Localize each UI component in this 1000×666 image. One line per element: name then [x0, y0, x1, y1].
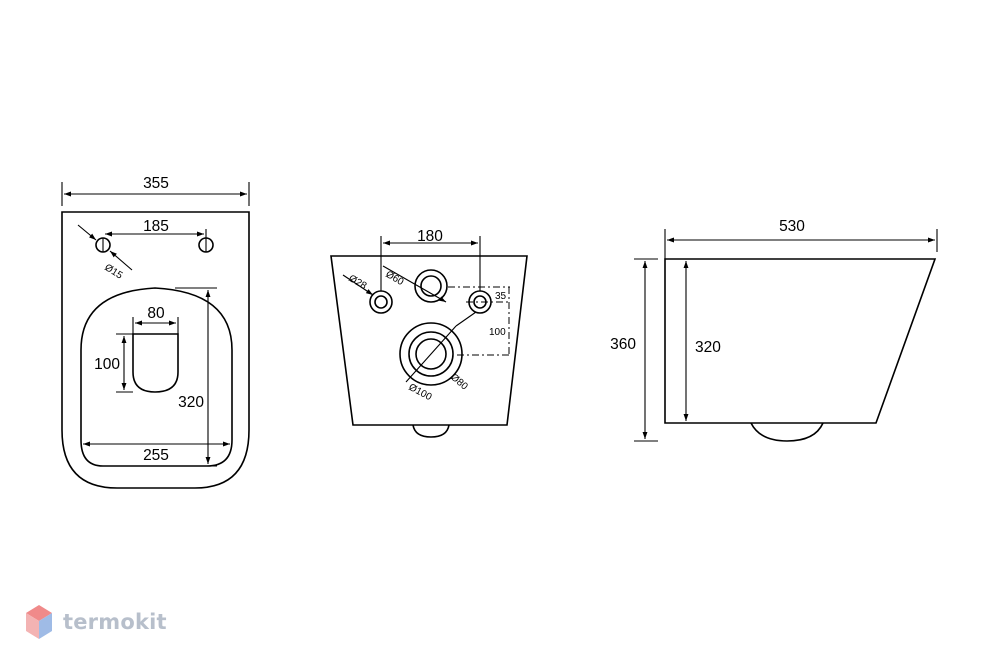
overall-height-label: 360	[610, 336, 636, 353]
outlet-middle	[408, 331, 454, 377]
overall-width-label: 355	[143, 175, 169, 192]
offset-100-label: 100	[489, 327, 506, 338]
stud-left-outer	[369, 290, 393, 314]
bowl-outline	[80, 287, 233, 467]
outlet-opening	[132, 333, 179, 393]
outlet-inner	[415, 338, 447, 370]
water-inlet-outer	[414, 269, 448, 303]
brand-logo: termokit	[24, 603, 167, 641]
bowl-width-label: 255	[143, 447, 169, 464]
water-inlet-diameter-label: Ø60	[384, 269, 406, 288]
side-base-foot	[750, 422, 824, 442]
side-view: 530 360 320	[610, 218, 938, 442]
outlet-width-label: 80	[147, 305, 165, 322]
back-view-outline	[330, 255, 528, 426]
top-view-outline	[61, 211, 250, 489]
overall-length-label: 530	[779, 218, 805, 235]
back-view: 180 Ø28 Ø60 Ø100 Ø80 35 100	[330, 228, 528, 438]
base-foot	[412, 424, 450, 438]
hole-diameter-label: Ø15	[102, 262, 124, 282]
bowl-length-label: 320	[178, 394, 204, 411]
water-inlet-inner	[420, 275, 442, 297]
hole-spacing-label: 185	[143, 218, 169, 235]
top-view: 355 185 Ø15 80 100 320 255	[61, 175, 250, 489]
stud-spacing-label: 180	[417, 228, 443, 245]
outlet-inner-diameter-label: Ø80	[448, 372, 470, 393]
outlet-outer	[399, 322, 463, 386]
brand-name: termokit	[63, 610, 167, 634]
hexagon-icon	[26, 605, 52, 639]
body-height-label: 320	[695, 339, 721, 356]
outlet-height-label: 100	[94, 356, 120, 373]
offset-35-label: 35	[495, 291, 507, 302]
side-view-outline	[664, 258, 937, 424]
